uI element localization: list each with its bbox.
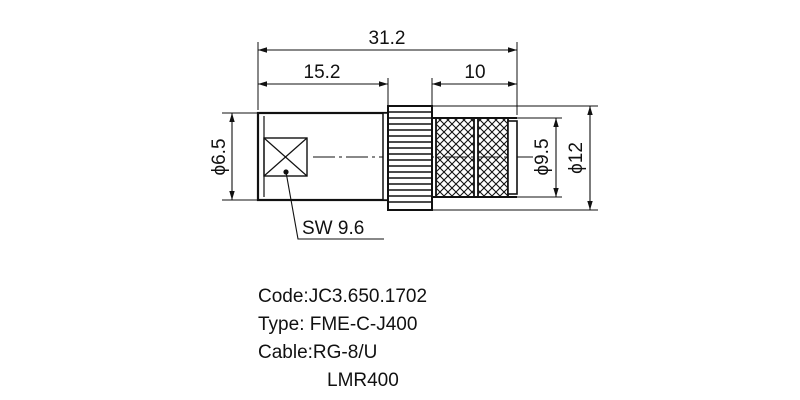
dimension-lines — [229, 47, 593, 210]
wrench-flat — [263, 137, 308, 177]
spec-code: Code:JC3.650.1702 — [258, 286, 428, 307]
label-knurl-diameter: ϕ9.5 — [532, 138, 553, 175]
label-knurl-length: 10 — [464, 62, 485, 83]
label-body-length: 15.2 — [304, 62, 341, 83]
spec-cable: Cable:RG-8/U — [258, 342, 378, 363]
wrench-leader — [283, 169, 384, 240]
spec-type: Type: FME-C-J400 — [258, 314, 418, 335]
label-wrench-size: SW 9.6 — [302, 218, 364, 239]
label-outer-diameter: ϕ12 — [566, 142, 587, 174]
label-cable-diameter: ϕ6.5 — [209, 138, 230, 175]
knurl-section-a — [435, 117, 475, 198]
connector-body — [256, 105, 540, 211]
extension-lines — [222, 42, 598, 211]
label-overall-length: 31.2 — [369, 28, 406, 49]
nut-ribs — [388, 111, 432, 203]
coupling-nut — [387, 105, 433, 211]
knurl-section-b — [477, 117, 509, 198]
spec-cable-alt: LMR400 — [327, 370, 399, 391]
